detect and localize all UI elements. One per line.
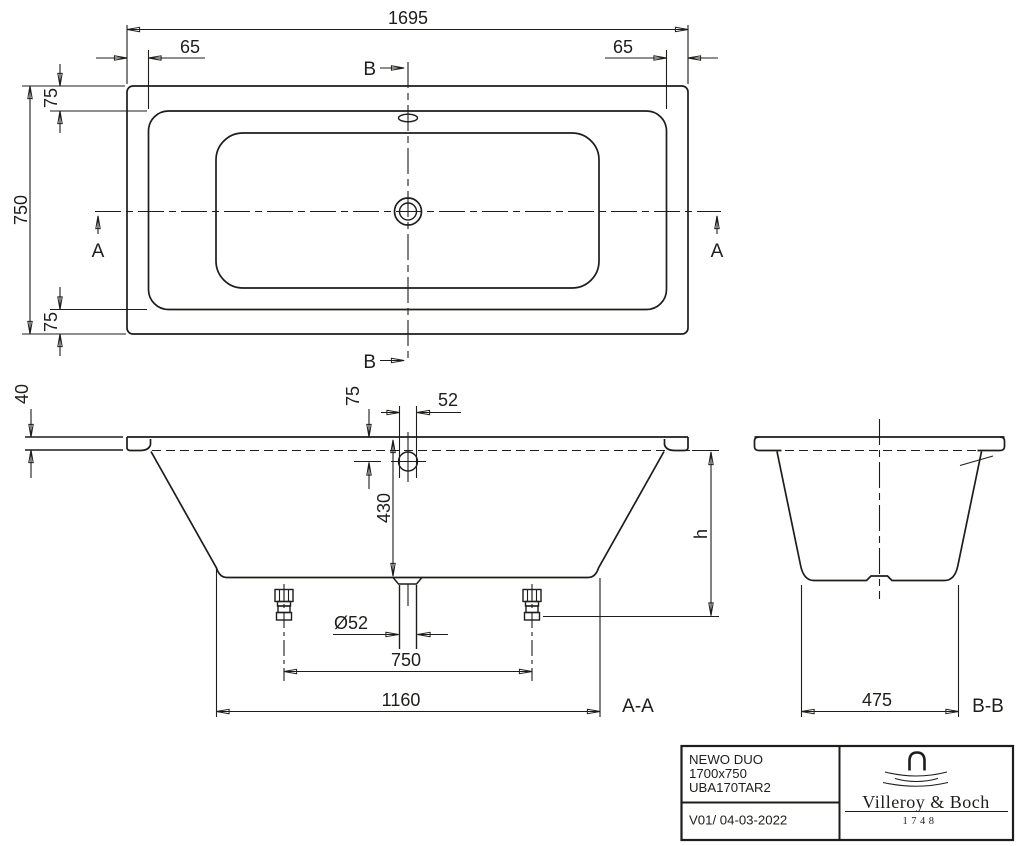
dim-text-65-right: 65: [613, 37, 633, 57]
section-label-b-bottom: B: [363, 352, 376, 373]
top-view: A A B B 1695 65: [11, 8, 724, 373]
dim-rim-top: 75: [41, 64, 147, 133]
dim-inner-depth: 430: [374, 439, 396, 577]
product-model: NEWO DUO: [689, 752, 763, 767]
section-marker-a-right: A: [711, 215, 724, 262]
dim-drain-diameter: Ø52: [333, 613, 448, 638]
rim-lip-left-bb: [753, 436, 782, 452]
section-view-bb: 475 B-B: [753, 419, 1006, 717]
rim-lip-right-bb: [977, 436, 1006, 452]
dim-text-750-feet: 750: [391, 650, 421, 670]
section-marker-b-top: B: [363, 59, 405, 80]
dim-text-75-overflow: 75: [343, 386, 363, 406]
dim-text-h: h: [691, 529, 711, 539]
product-size: 1700x750: [689, 766, 747, 781]
section-label-a-left: A: [92, 241, 105, 262]
dim-text-drain: Ø52: [334, 613, 368, 633]
section-marker-a-left: A: [92, 215, 105, 262]
dim-text-40: 40: [12, 384, 32, 404]
section-view-aa: 40 75 52 430: [12, 384, 719, 717]
brand-founded-year: 1748: [903, 816, 938, 827]
dim-text-65-left: 65: [180, 37, 200, 57]
section-label-aa: A-A: [622, 696, 654, 717]
brand-logo-icon: [882, 751, 949, 787]
tub-profile-aa: [150, 451, 665, 579]
title-block: NEWO DUO 1700x750 UBA170TAR2 V01/ 04-03-…: [680, 744, 1015, 842]
dim-text-1695: 1695: [388, 8, 428, 28]
dim-text-1160: 1160: [382, 690, 421, 710]
dim-overflow-width: 52: [381, 390, 461, 478]
drawing-revision: V01/ 04-03-2022: [689, 813, 787, 828]
tub-profile-bb: [776, 451, 983, 582]
brand-name: Villeroy & Boch: [862, 792, 989, 812]
product-article-number: UBA170TAR2: [689, 780, 771, 795]
section-label-bb: B-B: [972, 696, 1004, 717]
section-marker-b-bottom: B: [363, 352, 405, 373]
dim-edge-left: 65: [96, 37, 205, 109]
dim-total-length: 1695: [126, 8, 689, 84]
dim-overflow-offset: 75: [343, 386, 381, 489]
dim-support-length: 1160: [215, 567, 601, 717]
dim-edge-right: 65: [605, 37, 718, 109]
dim-rim-bottom: 75: [41, 287, 147, 356]
dim-total-width: 750: [11, 85, 126, 335]
dim-text-75-bottom: 75: [41, 312, 61, 332]
dim-text-52: 52: [438, 390, 458, 410]
rim-lip-left: [126, 437, 152, 452]
drain-sump: [392, 577, 423, 649]
dim-text-75-top: 75: [41, 88, 61, 108]
dim-feet-distance: 750: [283, 650, 533, 675]
dim-bottom-width: 475: [800, 585, 960, 717]
dim-text-430: 430: [374, 493, 394, 523]
dim-install-height: h: [543, 449, 719, 618]
dim-text-475: 475: [862, 690, 892, 710]
overflow-hole-side: [391, 432, 426, 482]
dim-text-750-width: 750: [11, 195, 31, 225]
rim-lip-right: [663, 437, 689, 452]
section-label-b-top: B: [363, 59, 376, 80]
section-label-a-right: A: [711, 241, 724, 262]
title-block-border: [680, 744, 1015, 842]
slope-tick: [959, 455, 994, 467]
dim-rim-thickness: 40: [12, 384, 34, 478]
